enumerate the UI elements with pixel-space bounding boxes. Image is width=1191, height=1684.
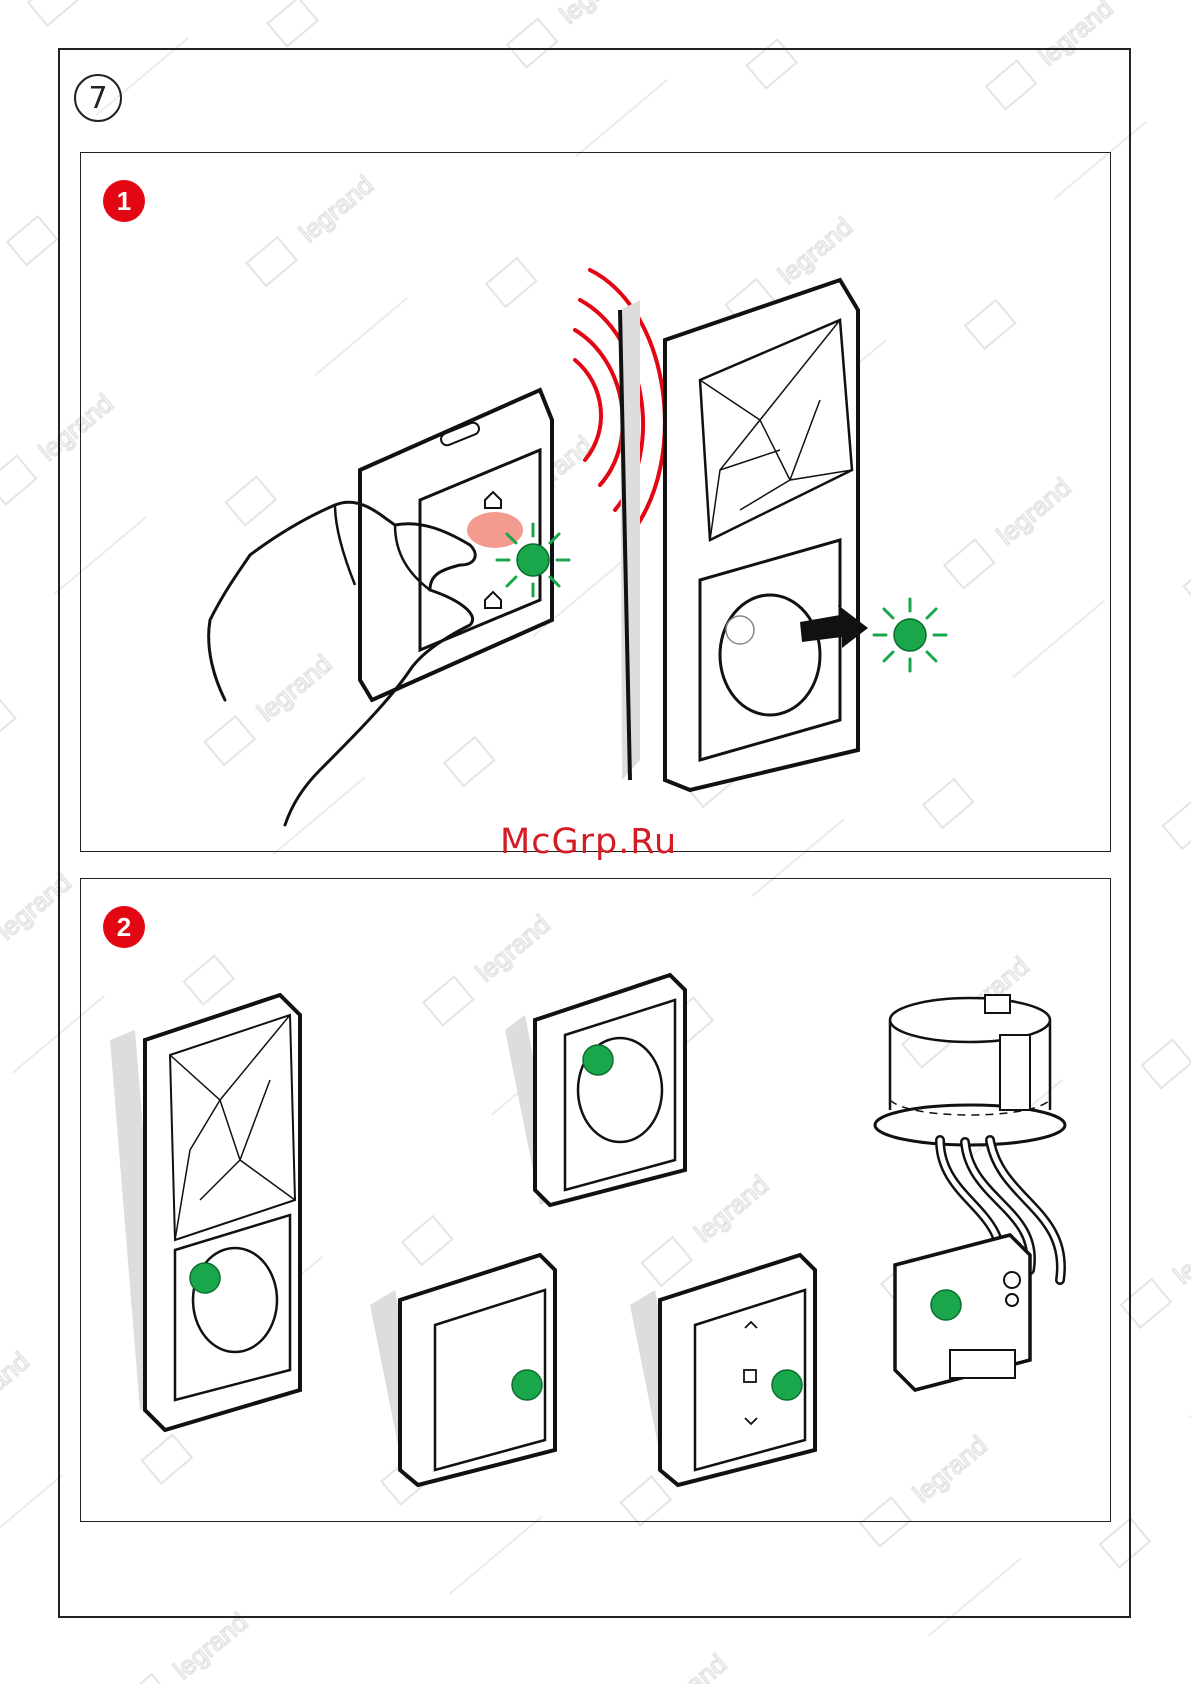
site-watermark: McGrp.Ru — [500, 822, 677, 862]
radio-waves-icon — [575, 270, 665, 535]
sensor-socket-device — [110, 995, 300, 1430]
micromodule-ceiling-box — [875, 995, 1065, 1390]
led-indicator-icon — [583, 1045, 613, 1075]
led-on-icon — [874, 599, 946, 671]
led-indicator-icon — [931, 1290, 961, 1320]
socket-device — [505, 975, 685, 1205]
led-indicator-icon — [512, 1370, 542, 1400]
led-on-icon — [497, 524, 569, 596]
wireless-switch-device — [360, 390, 552, 700]
led-indicator-icon — [190, 1263, 220, 1293]
led-indicator-icon — [772, 1370, 802, 1400]
